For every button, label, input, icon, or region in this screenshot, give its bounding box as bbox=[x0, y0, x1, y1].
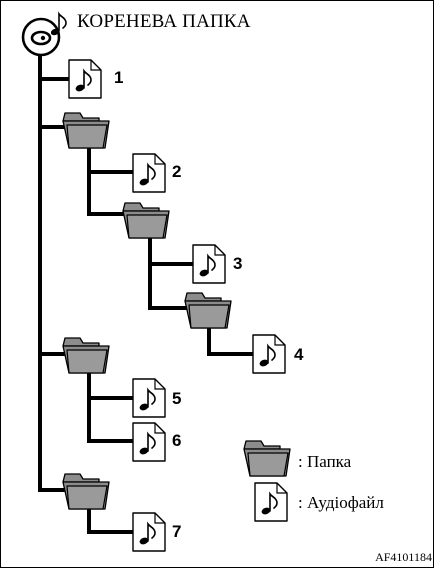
root-folder-label: КОРЕНЕВА ПАПКА bbox=[77, 11, 251, 32]
file-number-label: 4 bbox=[294, 345, 304, 364]
legend-folder-icon bbox=[243, 440, 291, 477]
folder-icon[interactable] bbox=[62, 473, 110, 510]
file-number-label: 1 bbox=[114, 68, 124, 87]
audio-file-icon[interactable] bbox=[68, 59, 102, 99]
audio-file-icon[interactable] bbox=[132, 378, 166, 418]
folder-icon[interactable] bbox=[62, 112, 110, 149]
file-number-label: 6 bbox=[172, 431, 182, 450]
legend-audio-file-icon bbox=[254, 482, 288, 522]
audio-file-icon[interactable] bbox=[192, 244, 226, 284]
audio-file-icon[interactable] bbox=[132, 512, 166, 552]
legend-audio-label: : Аудіофайл bbox=[298, 493, 384, 512]
folder-icon[interactable] bbox=[122, 202, 170, 239]
figure-code: AF4101184 bbox=[375, 550, 432, 564]
file-number-label: 5 bbox=[172, 389, 182, 408]
folder-icon[interactable] bbox=[62, 337, 110, 374]
audio-file-icon[interactable] bbox=[132, 422, 166, 462]
file-number-label: 3 bbox=[233, 254, 243, 273]
audio-file-icon[interactable] bbox=[252, 334, 286, 374]
file-number-label: 7 bbox=[172, 522, 182, 541]
music-disc-icon bbox=[21, 11, 67, 57]
legend-folder-label: : Папка bbox=[298, 452, 352, 471]
folder-icon[interactable] bbox=[184, 292, 232, 329]
file-number-label: 2 bbox=[172, 162, 182, 181]
audio-file-icon[interactable] bbox=[132, 153, 166, 193]
tree-lines bbox=[38, 50, 255, 534]
